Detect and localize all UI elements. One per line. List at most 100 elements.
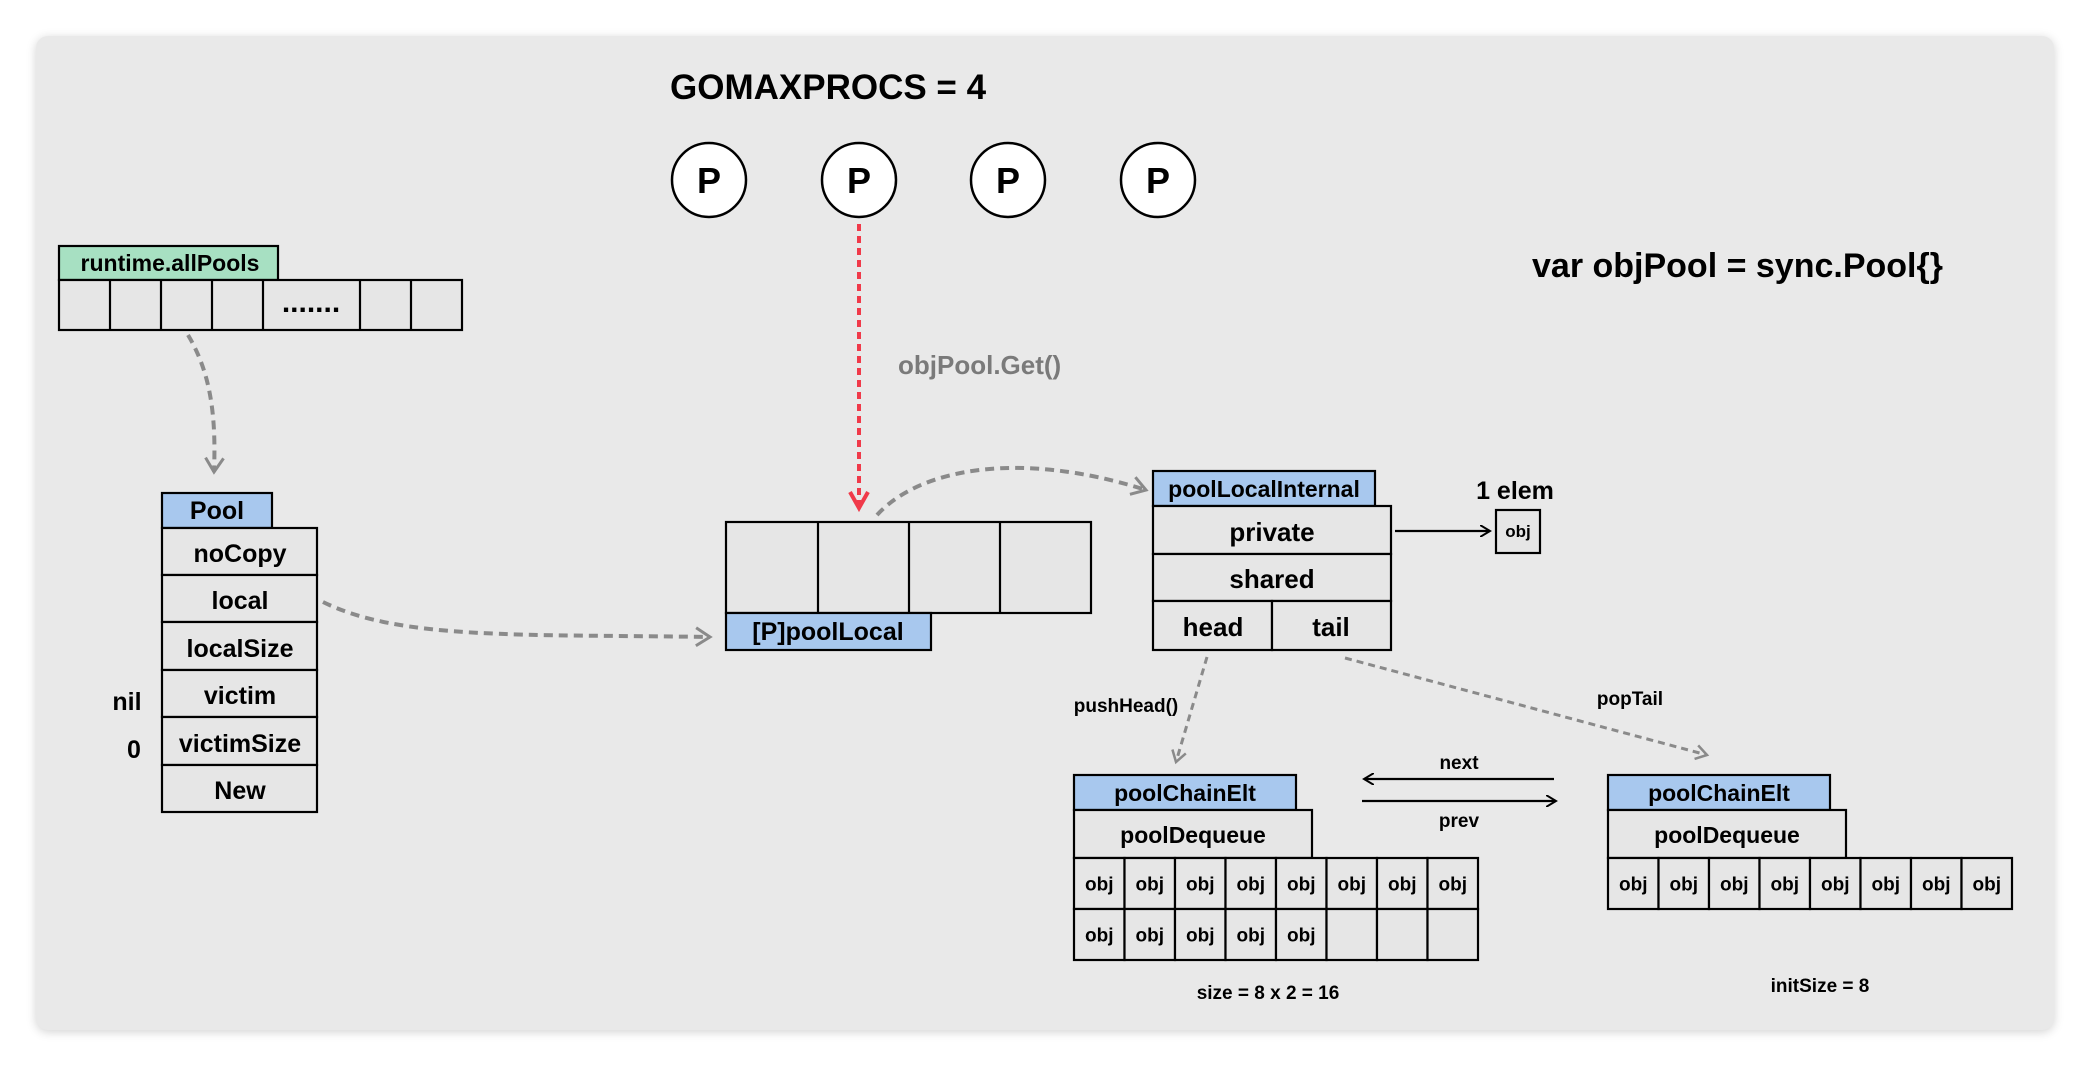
obj-cell — [1375, 907, 1429, 962]
all-pools-array: runtime.allPools ....... — [57, 244, 464, 332]
internal-tail — [1270, 599, 1393, 652]
pool-field-localsize — [160, 620, 319, 672]
private-obj-box — [1494, 508, 1542, 555]
all-pools-header — [57, 244, 280, 282]
left-size-note: size = 8 x 2 = 16 — [1197, 983, 1340, 1004]
processor-label: P — [1146, 160, 1170, 201]
right-size-note: initSize = 8 — [1771, 976, 1870, 997]
obj-cell — [1657, 856, 1711, 911]
all-pools-label: runtime.allPools — [81, 250, 260, 276]
get-call-label: objPool.Get() — [898, 350, 1061, 380]
obj-cell-label: obj — [1388, 875, 1417, 896]
obj-cell — [1426, 856, 1480, 911]
declaration-text: var objPool = sync.Pool{} — [1532, 247, 1943, 285]
dequeue-label: poolDequeue — [1120, 822, 1266, 848]
obj-cell — [1707, 856, 1761, 911]
processor-p2: P — [820, 141, 898, 219]
obj-cell — [1375, 856, 1429, 911]
pool-local-internal: poolLocalInternal private shared head ta… — [1151, 469, 1393, 652]
obj-cell-label: obj — [1821, 875, 1850, 896]
pool-field-victimsize — [160, 715, 319, 767]
obj-cell — [1224, 907, 1278, 962]
dequeue-box — [1606, 808, 1848, 860]
next-label: next — [1439, 753, 1479, 774]
elem-note: 1 elem — [1476, 477, 1554, 505]
obj-cell-label: obj — [1287, 875, 1316, 896]
obj-cell-label: obj — [1973, 875, 2002, 896]
obj-cell-label: obj — [1136, 875, 1165, 896]
all-pools-to-pool-arrow — [186, 333, 225, 475]
obj-cell-label: obj — [1237, 926, 1266, 947]
pool-local-label: [P]poolLocal — [752, 618, 903, 646]
pop-tail-arrow — [1344, 656, 1707, 755]
poollocal-to-internal-arrow — [875, 465, 1149, 517]
chain-elt-label: poolChainElt — [1648, 780, 1790, 806]
dequeue-label: poolDequeue — [1654, 822, 1800, 848]
victim-size-value: 0 — [127, 736, 141, 764]
obj-cell — [1072, 856, 1126, 911]
all-pools-ellipsis: ....... — [282, 286, 340, 319]
chain-elt-header — [1072, 773, 1298, 812]
internal-private — [1151, 504, 1393, 556]
obj-cell — [1123, 907, 1177, 962]
obj-cell-label: obj — [1771, 875, 1800, 896]
pool-field-label: victimSize — [179, 730, 301, 758]
obj-cell-label: obj — [1670, 875, 1699, 896]
dequeue-box — [1072, 808, 1314, 860]
pool-struct: Pool noCopy local localSize victim victi… — [112, 491, 319, 814]
obj-cell-label: obj — [1872, 875, 1901, 896]
obj-cell-label: obj — [1287, 926, 1316, 947]
internal-label: poolLocalInternal — [1168, 476, 1360, 502]
processor-p4: P — [1119, 141, 1197, 219]
chain-elt-label: poolChainElt — [1114, 780, 1256, 806]
obj-cell-label: obj — [1439, 875, 1468, 896]
processor-label: P — [996, 160, 1020, 201]
obj-cell — [1758, 856, 1812, 911]
private-label: private — [1229, 517, 1314, 547]
private-obj-label: obj — [1505, 522, 1531, 541]
push-head-label: pushHead() — [1074, 696, 1179, 717]
obj-cell — [1224, 856, 1278, 911]
obj-cell-label: obj — [1186, 926, 1215, 947]
obj-cell — [1909, 856, 1963, 911]
obj-cell-label: obj — [1338, 875, 1367, 896]
internal-shared — [1151, 552, 1393, 603]
pool-label: Pool — [190, 497, 244, 525]
obj-cell-label: obj — [1720, 875, 1749, 896]
pool-field-nocopy — [160, 526, 319, 577]
obj-cell-label: obj — [1136, 926, 1165, 947]
obj-cell — [1274, 856, 1328, 911]
obj-cell — [1426, 907, 1480, 962]
tail-label: tail — [1312, 612, 1350, 642]
pool-field-label: localSize — [187, 635, 294, 663]
local-to-poollocal-arrow — [322, 600, 713, 648]
pool-local-array: [P]poolLocal — [724, 520, 1093, 652]
gomaxprocs-title: GOMAXPROCS = 4 — [670, 68, 987, 107]
obj-cell-label: obj — [1922, 875, 1951, 896]
head-label: head — [1183, 612, 1244, 642]
pool-local-header — [724, 611, 933, 652]
obj-cell — [1274, 907, 1328, 962]
pool-field-label: local — [212, 587, 269, 615]
obj-cell-label: obj — [1186, 875, 1215, 896]
processor-label: P — [847, 160, 871, 201]
prev-label: prev — [1439, 811, 1480, 832]
pool-field-label: victim — [204, 682, 276, 710]
obj-cell-label: obj — [1237, 875, 1266, 896]
chain-elt-header — [1606, 773, 1832, 812]
processor-p3: P — [969, 141, 1047, 219]
pool-field-label: noCopy — [193, 540, 286, 568]
victim-value: nil — [112, 688, 141, 716]
obj-cell-label: obj — [1085, 875, 1114, 896]
processor-p1: P — [670, 141, 748, 219]
processor-label: P — [697, 160, 721, 201]
pool-field-new — [160, 763, 319, 814]
obj-cell-label: obj — [1619, 875, 1648, 896]
obj-cell — [1960, 856, 2014, 911]
